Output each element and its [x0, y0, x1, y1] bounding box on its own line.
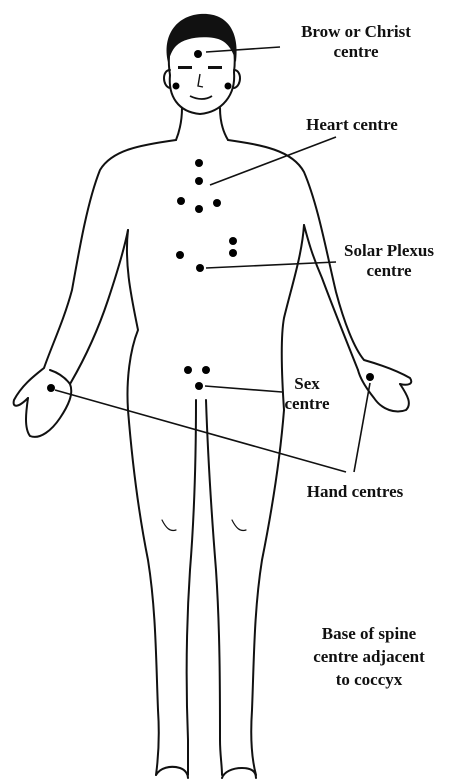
left-hand — [26, 370, 71, 437]
label-base-line1: Base of spine — [282, 622, 456, 645]
right-leg-outer — [251, 410, 284, 775]
heart-dot-3 — [177, 197, 185, 205]
heart-leader — [210, 137, 336, 185]
heart-dot-2 — [195, 177, 203, 185]
label-base-line3: to coccyx — [282, 668, 456, 691]
hand-leader-right — [354, 383, 370, 472]
centre-dots — [47, 50, 374, 392]
heart-dot-1 — [195, 159, 203, 167]
knee-right — [232, 520, 246, 531]
neck-right — [220, 108, 228, 140]
label-brow-line2: centre — [283, 42, 429, 62]
heart-dot-4 — [195, 205, 203, 213]
label-solar: Solar Plexus centre — [322, 241, 456, 281]
left-eye — [178, 66, 192, 69]
cheek-dot-left — [173, 83, 180, 90]
right-eye — [208, 66, 222, 69]
sex-dot-1 — [184, 366, 192, 374]
face-features — [178, 66, 222, 99]
cheek-dot-right — [225, 83, 232, 90]
label-sex: Sex centre — [272, 374, 342, 414]
solar-dot-2 — [229, 249, 237, 257]
left-leg-outer — [128, 410, 159, 775]
label-solar-line2: centre — [322, 261, 456, 281]
hand-dot-left — [47, 384, 55, 392]
label-base-line2: centre adjacent — [282, 645, 456, 668]
label-base: Base of spine centre adjacent to coccyx — [282, 622, 456, 691]
solar-dot-3 — [176, 251, 184, 259]
label-hand-line1: Hand centres — [280, 482, 430, 502]
mouth — [190, 96, 212, 99]
brow-dot — [194, 50, 202, 58]
right-foot — [222, 768, 256, 778]
label-heart-line1: Heart centre — [282, 115, 422, 135]
knee-left — [162, 520, 176, 531]
left-leg-inner — [187, 400, 196, 775]
neck-left — [176, 108, 182, 140]
label-heart: Heart centre — [282, 115, 422, 135]
solar-dot-4 — [196, 264, 204, 272]
left-arm-outer — [14, 140, 176, 406]
nose — [198, 74, 203, 87]
hand-dot-right — [366, 373, 374, 381]
left-torso — [127, 230, 138, 410]
right-leg-inner — [206, 400, 222, 775]
sex-dot-3 — [195, 382, 203, 390]
left-foot — [156, 767, 188, 778]
label-brow-line1: Brow or Christ — [283, 22, 429, 42]
label-sex-line1: Sex — [272, 374, 342, 394]
heart-dot-5 — [213, 199, 221, 207]
solar-dot-1 — [229, 237, 237, 245]
label-brow: Brow or Christ centre — [283, 22, 429, 62]
sex-leader — [205, 386, 282, 392]
label-solar-line1: Solar Plexus — [322, 241, 456, 261]
brow-leader — [206, 47, 280, 52]
label-hand: Hand centres — [280, 482, 430, 502]
label-sex-line2: centre — [272, 394, 342, 414]
sex-dot-2 — [202, 366, 210, 374]
